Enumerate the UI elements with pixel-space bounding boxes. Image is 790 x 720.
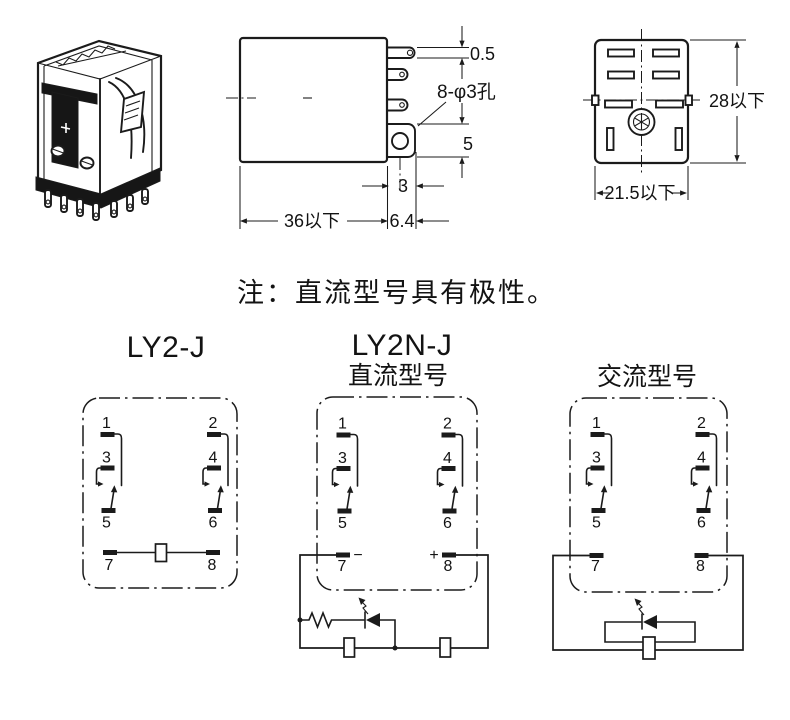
coil-symbol: [642, 636, 656, 660]
pin-1: 1: [338, 416, 347, 433]
pin-4: 4: [697, 450, 706, 467]
contact-pole-1: [331, 431, 359, 515]
pin-1: 1: [592, 415, 601, 432]
pin-7: 7: [338, 558, 347, 575]
pin-slots: [591, 48, 693, 151]
mounting-tab: [386, 123, 416, 158]
relay-outline-box: [82, 397, 238, 589]
dim-body-width: 36以下 6.4: [240, 211, 449, 231]
side-pins: [386, 46, 416, 112]
pin-3: 3: [592, 450, 601, 467]
pin-2: 2: [209, 415, 218, 432]
contact-pole-1: [95, 431, 123, 514]
circuit-ly2n-ac: 1 2 3 4 5 6 7 8: [552, 397, 744, 660]
dim-tab-height: 5: [417, 103, 473, 178]
relay-outline-box: [316, 396, 478, 591]
subtitle-dc: 直流型号: [348, 362, 448, 390]
led-coil-loop: [604, 598, 696, 643]
minus-sign: −: [353, 547, 362, 564]
polarity-note: 注：直流型号具有极性。: [237, 278, 556, 308]
side-dimension-view: 0.5 8-φ3孔 5 3: [226, 26, 496, 231]
relay-isometric-view: [35, 39, 163, 221]
resistor-led-branch: [297, 597, 398, 651]
dim-label-6-4: 6.4: [389, 211, 414, 231]
relay-armature: [41, 82, 98, 105]
plus-sign: +: [429, 547, 438, 564]
pin-5: 5: [102, 515, 111, 532]
pin-5: 5: [592, 515, 601, 532]
light-emission-arrow-icon: [361, 601, 369, 615]
pin-6: 6: [209, 515, 218, 532]
dim-label-5: 5: [463, 134, 473, 154]
pin-7: 7: [591, 558, 600, 575]
relay-top-comb: [55, 45, 127, 67]
dim-label-0-5: 0.5: [470, 44, 495, 64]
coil-symbol: [343, 637, 356, 658]
title-ly2j: LY2-J: [127, 331, 206, 364]
resistor-symbol: [299, 610, 365, 630]
bottom-dimension-view: 28以下 21.5以下: [583, 29, 765, 203]
dim-label-3: 3: [398, 176, 408, 196]
mounting-hole: [391, 132, 409, 150]
dim-label-36: 36以下: [284, 211, 340, 231]
pin-6: 6: [443, 515, 452, 532]
dim-hole-offset: 3: [362, 176, 444, 196]
pin-5: 5: [338, 515, 347, 532]
subtitle-ac: 交流型号: [597, 363, 697, 391]
pin-8: 8: [696, 558, 705, 575]
light-emission-arrow-icon: [637, 602, 645, 616]
pin-8: 8: [208, 557, 217, 574]
pin-6: 6: [697, 515, 706, 532]
pin-3: 3: [338, 450, 347, 467]
contact-pole-2: [202, 431, 229, 514]
led-symbol: [643, 615, 657, 629]
contact-pole-2: [436, 431, 464, 515]
pin-7: 7: [105, 557, 114, 574]
dim-pin-thickness: 0.5: [417, 26, 495, 79]
led-symbol: [366, 613, 380, 627]
circuit-ly2n-dc: 1 2 3 4 5 6 − + 7 8: [297, 396, 489, 658]
holes-label: 8-φ3孔: [437, 81, 496, 103]
dim-label-21-5: 21.5以下: [604, 183, 675, 203]
pin-2: 2: [697, 415, 706, 432]
dim-height: 28以下: [690, 39, 765, 164]
pin-8: 8: [444, 558, 453, 575]
relay-pins: [44, 188, 149, 221]
dim-width: 21.5以下: [594, 166, 689, 203]
coil-symbol: [154, 543, 168, 563]
coil-symbol: [439, 637, 452, 658]
relay-body-side: [238, 36, 389, 164]
contact-pole-1: [585, 431, 613, 514]
pin-4: 4: [209, 450, 218, 467]
contact-pole-2: [690, 431, 718, 514]
circuit-ly2j: 1 2 3 4 5 6 7 8: [82, 397, 238, 589]
center-screw-icon: [627, 108, 656, 136]
dim-label-28: 28以下: [709, 91, 765, 111]
title-ly2nj: LY2N-J: [352, 329, 453, 362]
pin-1: 1: [102, 415, 111, 432]
pin-4: 4: [443, 450, 452, 467]
pin-3: 3: [102, 450, 111, 467]
pin-2: 2: [443, 416, 452, 433]
